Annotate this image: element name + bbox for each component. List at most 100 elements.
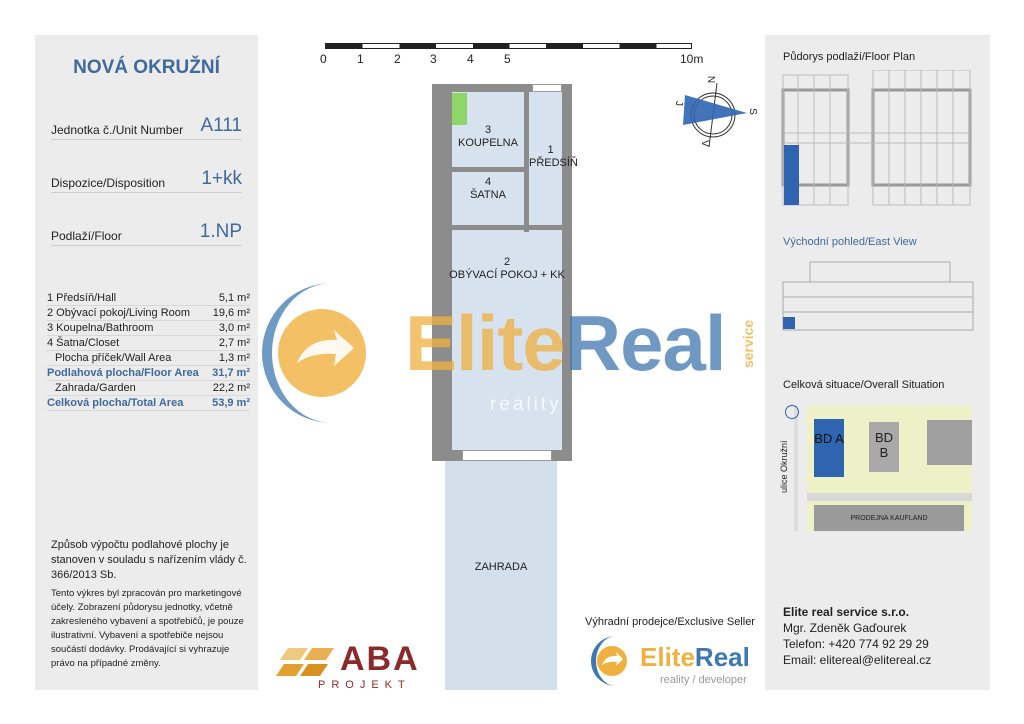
room-name: ŠATNA [470, 189, 506, 201]
area-row: Zahrada/Garden 22,2 m² [47, 381, 250, 396]
aba-logo-icon [276, 648, 334, 676]
floor-plan-title: Půdorys podlaží/Floor Plan [783, 51, 916, 63]
wall [524, 92, 529, 232]
scale-tick: 4 [467, 52, 474, 66]
room-name: KOUPELNA [458, 137, 518, 149]
room-name: OBÝVACÍ POKOJ + KK [449, 269, 565, 281]
compass-s: S [746, 108, 758, 115]
contact-phone: Telefon: +420 774 92 29 29 [783, 637, 929, 651]
watermark-side: service [740, 319, 757, 369]
seller-logo-text: EliteReal [640, 642, 750, 672]
room-number: 4 [484, 176, 492, 188]
disposition-label: Dispozice/Disposition [51, 176, 166, 190]
unit-label: Jednotka č./Unit Number [51, 123, 184, 137]
area-table: 1 Předsíň/Hall 5,1 m² 2 Obývací pokoj/Liv… [47, 291, 250, 411]
contact-email: Email: elitereal@elitereal.cz [783, 653, 932, 667]
room-name: PŘEDSÍŇ [529, 157, 578, 169]
building-floor-plan-thumbnail [781, 70, 972, 206]
shower-element [452, 93, 467, 125]
area-value: 3,0 m² [218, 322, 250, 334]
compass-e: V [698, 140, 710, 147]
legal-note: Způsob výpočtu podlahové plochy je stano… [51, 539, 247, 581]
seller-logo-sub: reality / developer [660, 674, 747, 686]
scale-tick: 1 [357, 52, 364, 66]
scale-bar [325, 43, 692, 49]
floor-label: Podlaží/Floor [51, 229, 122, 243]
area-name: Plocha příček/Wall Area [55, 352, 172, 364]
room-number: 2 [503, 256, 511, 268]
area-value: 31,7 m² [212, 367, 250, 379]
area-value: 22,2 m² [212, 382, 250, 394]
watermark-logo-icon [262, 283, 366, 423]
entry-door [532, 84, 562, 92]
scale-tick: 0 [320, 52, 327, 66]
divider [51, 245, 242, 246]
watermark-sub: reality [490, 394, 562, 415]
context-panel: Půdorys podlaží/Floor Plan Východní pohl… [765, 35, 990, 690]
scale-tick: 3 [430, 52, 437, 66]
notes: Způsob výpočtu podlahové plochy je stano… [51, 538, 251, 671]
scale-tick: 5 [504, 52, 511, 66]
area-name: 4 Šatna/Closet [47, 337, 120, 349]
street [794, 405, 798, 531]
area-name: Celková plocha/Total Area [47, 397, 184, 409]
interior [442, 92, 562, 450]
window [462, 450, 552, 461]
room-number: 3 [484, 124, 492, 136]
contact-person: Mgr. Zdeněk Gaďourek [783, 621, 907, 635]
seller-logo-b: Real [694, 642, 750, 672]
area-row-floor-total: Podlahová plocha/Floor Area 31,7 m² [47, 366, 250, 381]
info-panel: NOVÁ OKRUŽNÍ Jednotka č./Unit Number A11… [35, 35, 258, 690]
wall [442, 92, 452, 452]
seller-label: Výhradní prodejce/Exclusive Seller [585, 616, 755, 628]
area-name: 1 Předsíň/Hall [47, 292, 117, 304]
area-name: 3 Koupelna/Bathroom [47, 322, 154, 334]
area-row: 4 Šatna/Closet 2,7 m² [47, 336, 250, 351]
unit-value: A111 [200, 115, 242, 136]
area-row: Plocha příček/Wall Area 1,3 m² [47, 351, 250, 366]
seller-logo-icon [591, 636, 627, 686]
garden-label: ZAHRADA [474, 561, 528, 573]
divider [51, 192, 242, 193]
wall [442, 167, 527, 172]
seller-logo-a: Elite [640, 642, 695, 672]
compass-n: N [705, 75, 717, 84]
contact-company: Elite real service s.r.o. [783, 605, 910, 619]
area-row-total: Celková plocha/Total Area 53,9 m² [47, 396, 250, 411]
area-row: 1 Předsíň/Hall 5,1 m² [47, 291, 250, 306]
area-value: 1,3 m² [218, 352, 250, 364]
watermark-brand: EliteReal [405, 300, 726, 386]
north-arrow-icon [785, 405, 799, 419]
area-name: Zahrada/Garden [55, 382, 136, 394]
scale-tick: 2 [394, 52, 401, 66]
compass-w: J [673, 101, 684, 106]
divider [51, 139, 242, 140]
area-row: 3 Koupelna/Bathroom 3,0 m² [47, 321, 250, 336]
watermark-brand-a: Elite [405, 299, 566, 387]
store-kaufland: PRODEJNA KAUFLAND [814, 505, 964, 531]
garden: ZAHRADA [445, 461, 557, 690]
disposition-value: 1+kk [201, 168, 242, 189]
area-value: 2,7 m² [218, 337, 250, 349]
aba-logo-name: ABA [340, 640, 420, 678]
area-value: 5,1 m² [218, 292, 250, 304]
area-value: 53,9 m² [212, 397, 250, 409]
area-value: 19,6 m² [212, 307, 250, 319]
room-number: 1 [547, 144, 554, 156]
site-map: BD A BD B PRODEJNA KAUFLAND [807, 405, 972, 531]
east-view-title: Východní pohled/East View [783, 236, 917, 248]
area-name: Podlahová plocha/Floor Area [47, 367, 199, 379]
street-label: ulice Okružní [779, 440, 789, 493]
floor-value: 1.NP [199, 221, 242, 242]
building-a: BD A [814, 419, 844, 477]
road [807, 493, 972, 501]
building-b: BD B [869, 422, 899, 472]
watermark-brand-b: Real [564, 299, 727, 387]
compass-icon [683, 82, 747, 148]
wall [442, 225, 562, 230]
